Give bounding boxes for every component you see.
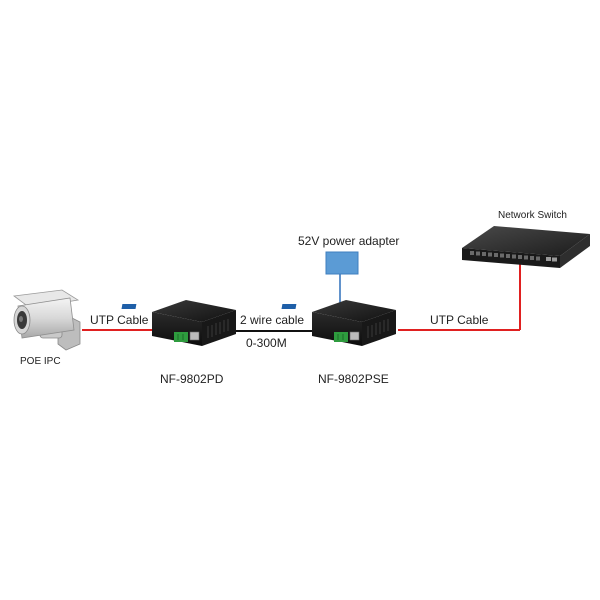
network-switch-icon (462, 226, 590, 268)
extender-pse-icon (281, 300, 396, 346)
power-adapter-icon (325, 251, 359, 275)
utp-cable-right-label: UTP Cable (430, 313, 489, 327)
power-adapter-label: 52V power adapter (298, 234, 400, 248)
device-pse-label: NF-9802PSE (318, 372, 389, 386)
poe-ipc-label: POE IPC (20, 356, 61, 367)
extender-pd-icon (121, 300, 236, 346)
distance-label: 0-300M (246, 336, 287, 350)
utp-cable-left-label: UTP Cable (90, 313, 149, 327)
poe-camera-icon (12, 289, 81, 351)
device-pd-label: NF-9802PD (160, 372, 224, 386)
two-wire-cable-label: 2 wire cable (240, 313, 305, 327)
network-switch-label: Network Switch (498, 210, 567, 221)
